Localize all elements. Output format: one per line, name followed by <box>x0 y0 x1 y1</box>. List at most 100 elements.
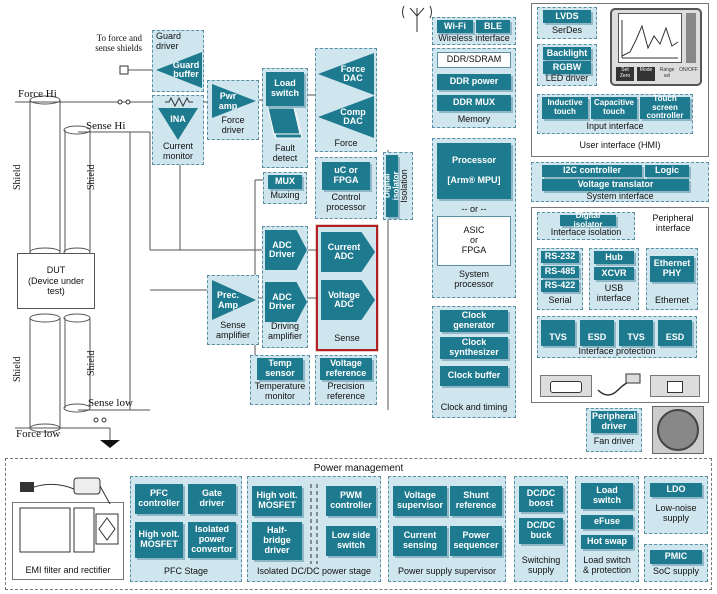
ble-block: BLE <box>476 20 510 33</box>
processor-block: Processor [Arm® MPU] <box>437 143 511 199</box>
muxing-caption: Muxing <box>270 190 300 200</box>
pwm-controller: PWM controller <box>326 486 376 516</box>
control-processor-caption: Control processor <box>326 192 366 212</box>
ethernet-caption: Ethernet <box>654 295 690 305</box>
tvs-block-1: TVS <box>541 320 575 346</box>
dcdc-buck: DC/DC buck <box>519 518 563 544</box>
pmic-caption: SoC supply <box>652 566 700 576</box>
isolation-caption-wrap: Isolation <box>398 155 412 217</box>
load-switch-caption: Load switch & protection <box>582 555 632 575</box>
usb-cable-icon <box>597 373 641 396</box>
rs232-block: RS-232 <box>541 251 579 263</box>
system-processor-caption: System processor <box>454 269 494 289</box>
guard-driver-label: Guard driver <box>156 31 182 51</box>
power-button[interactable]: ON/OFF <box>679 67 698 73</box>
xcvr-block: XCVR <box>594 267 634 280</box>
pmic-block: PMIC <box>650 550 702 564</box>
usb-caption: USB interface <box>596 283 632 303</box>
current-sensing: Current sensing <box>393 526 447 556</box>
esd-label-2: ESD <box>665 332 685 343</box>
rs422-block: RS-422 <box>541 280 579 292</box>
low-side-switch: Low side switch <box>326 526 376 556</box>
sense-shields-text: sense shields <box>95 42 142 53</box>
wireless-caption: Wireless interface <box>438 33 510 43</box>
peripheral-outline <box>531 207 709 403</box>
efuse-block: eFuse <box>581 515 633 529</box>
emi-illustration <box>19 477 119 553</box>
shield-label-2: Shield <box>86 164 97 190</box>
isolation-caption: Isolation <box>399 169 410 203</box>
shield-note: To force and sense shields <box>72 33 142 54</box>
device-side-panel <box>686 13 696 63</box>
adc-driver-1: ADC Driver <box>265 230 307 270</box>
device-buttons: Set Zero Mode Range sel ON/OFF <box>616 67 698 81</box>
logic-block: Logic <box>645 165 689 177</box>
clock-generator: Clock generator <box>440 310 508 332</box>
ddr-sdram: DDR/SDRAM <box>437 52 511 68</box>
pfc-mosfet: High volt. MOSFET <box>135 522 183 558</box>
sense-hi-label: Sense Hi <box>86 120 126 132</box>
protection-caption: Interface protection <box>578 346 656 356</box>
sense-amplifier-caption: Sense amplifier <box>215 320 250 340</box>
peripheral-driver: Peripheral driver <box>591 411 637 433</box>
fan-driver-caption: Fan driver <box>593 436 635 446</box>
temperature-caption: Temperature monitor <box>254 381 306 401</box>
system-interface-caption: System interface <box>586 191 654 201</box>
rs485-block: RS-485 <box>541 266 579 278</box>
i2c-controller: I2C controller <box>542 165 642 177</box>
ldo-block: LDO <box>650 483 702 497</box>
power-management-title: Power management <box>313 463 404 474</box>
set-zero-button[interactable]: Set Zero <box>616 67 635 81</box>
fault-icon <box>268 108 303 139</box>
temp-sensor: Temp sensor <box>257 358 303 380</box>
to-force-text: To force and <box>96 33 142 43</box>
waveform-icon <box>621 20 679 59</box>
asic-fpga-block: ASIC or FPGA <box>437 216 511 266</box>
device-screen <box>618 13 682 63</box>
mux-block: MUX <box>268 175 302 189</box>
digital-isolator-vertical: Digital isolator <box>382 155 400 217</box>
inductive-touch: Inductive touch <box>542 97 588 119</box>
dut-box: DUT (Device under test) <box>17 253 95 309</box>
mode-button[interactable]: Mode <box>637 67 656 81</box>
or-text: -- or -- <box>461 204 487 214</box>
ethernet-phy: Ethernet PHY <box>650 256 694 282</box>
serdes-caption: SerDes <box>551 25 582 35</box>
shield-label-3: Shield <box>12 356 23 382</box>
uc-fpga-block: uC or FPGA <box>322 162 370 190</box>
emi-caption: EMI filter and rectifier <box>25 565 111 575</box>
range-sel-button[interactable]: Range sel <box>659 67 675 79</box>
fan-icon <box>652 406 704 454</box>
serial-caption: Serial <box>548 295 572 305</box>
capacitive-touch: Capacitive touch <box>591 97 637 119</box>
esd-label-1: ESD <box>587 332 607 343</box>
force-driver-caption: Force driver <box>221 115 245 135</box>
fault-detect-caption: Fault detect <box>272 143 298 163</box>
shunt-reference: Shunt reference <box>450 486 502 516</box>
iso-mosfet: High volt. MOSFET <box>252 486 302 516</box>
force-hi-label: Force Hi <box>18 88 57 100</box>
backlight-block: Backlight <box>543 47 591 60</box>
tvs-label-1: TVS <box>549 332 567 343</box>
clock-synthesizer: Clock synthesizer <box>440 337 508 359</box>
power-management-outline <box>5 458 712 590</box>
clock-buffer: Clock buffer <box>440 366 508 386</box>
serial-connector-icon <box>540 375 592 397</box>
clock-caption: Clock and timing <box>440 402 508 412</box>
ddr-mux: DDR MUX <box>437 95 511 111</box>
load-switch-pm: Load switch <box>581 483 633 509</box>
pfc-caption: PFC Stage <box>163 566 209 576</box>
shield-label-1: Shield <box>12 164 23 190</box>
esd-block-2: ESD <box>658 320 692 346</box>
ddr-power: DDR power <box>437 74 511 90</box>
voltage-reference: Voltage reference <box>320 358 372 380</box>
precision-caption: Precision reference <box>326 381 366 401</box>
esd-block-1: ESD <box>580 320 614 346</box>
emi-box <box>12 502 124 580</box>
touch-controller: Touch screen controller <box>640 94 690 120</box>
isolation-barrier-icon <box>310 484 318 564</box>
supervisor-caption: Power supply supervisor <box>397 566 497 576</box>
resistor-icon <box>165 97 193 107</box>
hot-swap-block: Hot swap <box>581 535 633 549</box>
load-switch: Load switch <box>266 72 304 106</box>
